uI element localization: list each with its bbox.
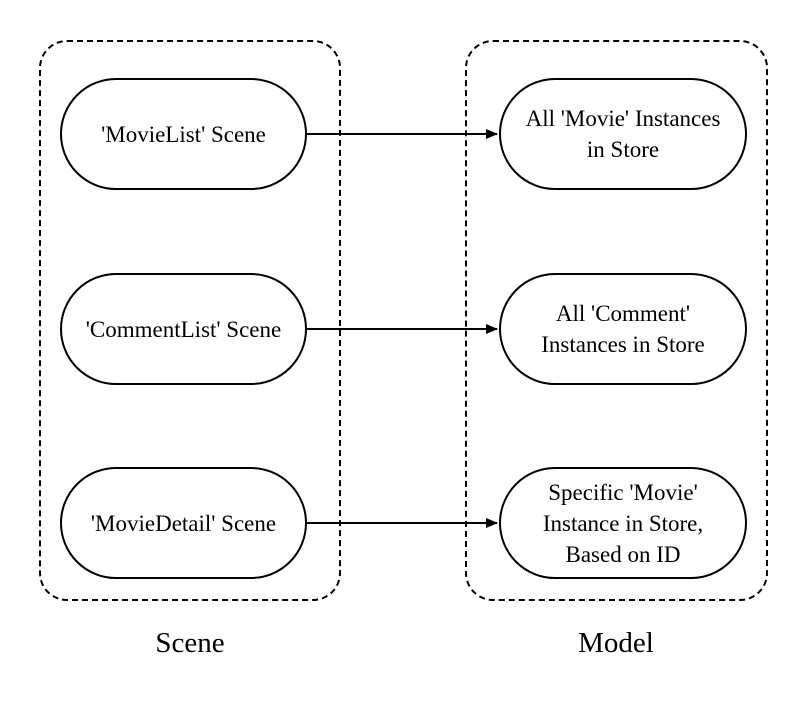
node-text-line: Instance in Store,	[542, 510, 704, 536]
scene-group-label: Scene	[155, 627, 225, 659]
specific-movie-model-node: Specific 'Movie' Instance in Store, Base…	[499, 467, 747, 579]
node-text-line: 'MovieDetail' Scene	[90, 510, 277, 536]
commentlist-scene-node: 'CommentList' Scene	[60, 273, 307, 385]
node-text-line: 'MovieList' Scene	[101, 121, 266, 147]
node-text-line: All 'Movie' Instances	[525, 106, 721, 131]
model-group-box	[465, 40, 768, 601]
scene-group-box	[39, 40, 341, 601]
node-text-line: Specific 'Movie'	[548, 479, 698, 505]
node-text-line: All 'Comment'	[555, 301, 691, 326]
model-group-label: Model	[578, 627, 654, 659]
all-movies-model-node: All 'Movie' Instances in Store	[499, 78, 747, 190]
node-text-line: in Store	[586, 137, 660, 162]
all-comments-model-node: All 'Comment' Instances in Store	[499, 273, 747, 385]
node-text-line: Based on ID	[565, 541, 681, 567]
moviedetail-scene-node: 'MovieDetail' Scene	[60, 467, 307, 579]
movielist-scene-node: 'MovieList' Scene	[60, 78, 307, 190]
node-text-line: Instances in Store	[541, 332, 705, 357]
node-text-line: 'CommentList' Scene	[85, 316, 282, 342]
